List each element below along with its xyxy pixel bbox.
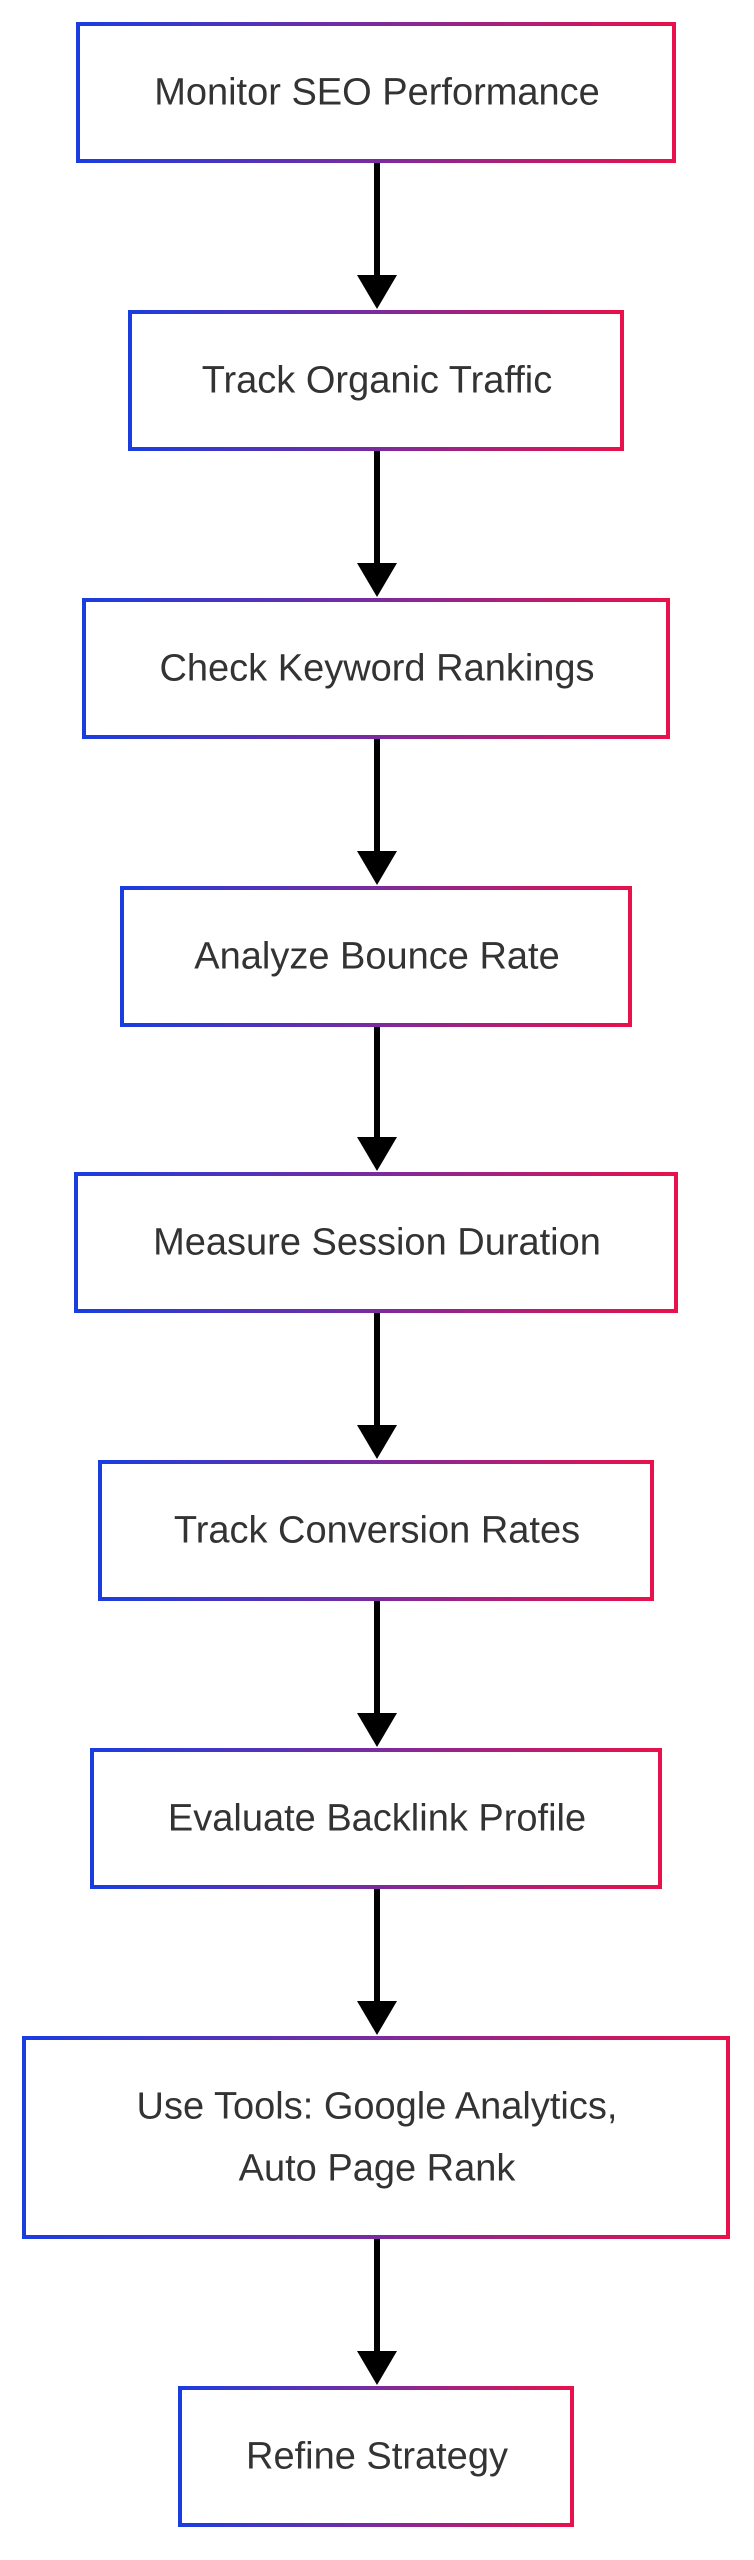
flow-node-label: Use Tools: Google Analytics, [137,2086,618,2128]
flow-node-box [90,1748,662,1889]
flow-node: Analyze Bounce Rate [120,886,632,1027]
flow-node-box [178,2386,574,2527]
flow-arrow-head [357,2001,397,2035]
flow-node: Track Organic Traffic [128,310,624,451]
flow-arrow-head [357,563,397,597]
flow-node-label: Track Conversion Rates [174,1510,580,1552]
flow-node: Track Conversion Rates [98,1460,654,1601]
flow-node: Monitor SEO Performance [76,22,676,163]
flow-arrow-head [357,851,397,885]
flow-arrow-head [357,2351,397,2385]
flow-node-label: Refine Strategy [246,2436,508,2478]
flow-node: Use Tools: Google Analytics, Auto Page Ra… [22,2036,730,2239]
flow-node-label: Analyze Bounce Rate [194,936,559,978]
flow-arrow-head [357,275,397,309]
flow-node-label: Measure Session Duration [153,1222,601,1264]
flow-node-box [22,2036,730,2239]
flow-node-box [82,598,670,739]
flow-node-box [74,1172,678,1313]
flow-arrow-head [357,1713,397,1747]
flow-arrow-head [357,1425,397,1459]
flow-node-label: Monitor SEO Performance [154,72,600,114]
flow-node-box [76,22,676,163]
arrows-layer [357,163,397,2385]
flow-node-box [128,310,624,451]
flow-node-label: Auto Page Rank [239,2148,517,2190]
flow-node-box [120,886,632,1027]
flow-node: Evaluate Backlink Profile [90,1748,662,1889]
flow-node: Measure Session Duration [74,1172,678,1313]
flow-arrow-head [357,1137,397,1171]
flow-node: Refine Strategy [178,2386,574,2527]
flow-node-box [98,1460,654,1601]
flow-node: Check Keyword Rankings [82,598,670,739]
flow-node-label: Track Organic Traffic [202,360,553,402]
flow-node-label: Check Keyword Rankings [159,648,594,690]
flow-node-label: Evaluate Backlink Profile [168,1798,586,1840]
